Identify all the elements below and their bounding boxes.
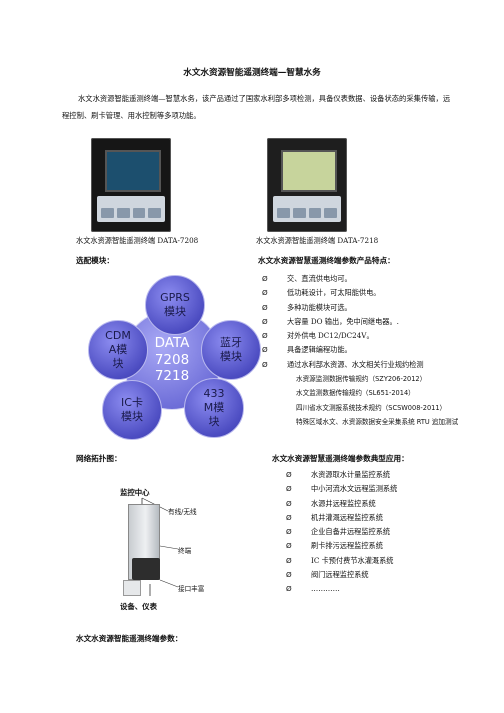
bullet-icon: Ø [286, 584, 292, 594]
lcd-screen [281, 150, 337, 192]
devices-label: 设备、仪表 [120, 602, 157, 611]
page-title: 水文水资源智能遥测终端—智慧水务 [183, 68, 321, 78]
application-item: Ø………… [286, 582, 486, 596]
monitoring-center-label: 监控中心 [120, 488, 150, 497]
bluetooth-module-circle: 蓝牙 模块 [201, 320, 261, 380]
bullet-icon: Ø [286, 541, 292, 551]
bullet-icon: Ø [286, 498, 292, 508]
cdma-module-circle: CDM A模 块 [88, 320, 148, 380]
standard-item: 水文监测数据传输规约（SL651-2014） [296, 389, 415, 398]
device-image-7208 [91, 138, 171, 232]
network-heading: 网络拓扑图： [76, 454, 122, 463]
bullet-icon: Ø [286, 484, 292, 494]
device-image-7218 [267, 138, 347, 232]
bullet-icon: Ø [286, 570, 292, 580]
features-heading: 水文水资源智慧遥测终端参数产品特点： [258, 256, 395, 265]
product-caption-7208: 水文水资源智能遥测终端 DATA-7208 [76, 236, 199, 245]
bullet-icon: Ø [262, 345, 268, 355]
bullet-icon: Ø [286, 527, 292, 537]
bullet-icon: Ø [286, 470, 292, 479]
ic-card-module-circle: IC卡 模块 [102, 380, 162, 440]
terminal-label: 终端 [178, 547, 192, 555]
gprs-module-circle: GPRS 模块 [145, 275, 205, 335]
bullet-icon: Ø [286, 555, 292, 565]
modules-heading: 选配模块： [76, 256, 114, 265]
bullet-icon: Ø [262, 288, 268, 298]
433m-module-circle: 433 M模 块 [184, 378, 244, 438]
standard-item: 特殊区域水文、水资源数据安全采集系统 RTU 追加测试 [296, 417, 459, 426]
keypad-buttons [277, 208, 337, 218]
bullet-icon: Ø [262, 359, 268, 369]
ports-label: 接口丰富 [178, 585, 205, 593]
network-topology-diagram: 监控中心 有线/无线 终端 接口丰富 设备、仪表 [120, 484, 230, 614]
meter-icon [123, 580, 141, 596]
link-label: 有线/无线 [168, 508, 197, 516]
product-caption-7218: 水文水资源智能遥测终端 DATA-7218 [256, 236, 379, 245]
intro-paragraph: 水文水资源智能遥测终端—智慧水务，该产品通过了国家水利部多项检测，具备仪表数据、… [62, 94, 451, 120]
terminal-device-icon [132, 558, 160, 580]
bullet-icon: Ø [286, 512, 292, 522]
bullet-icon: Ø [262, 302, 268, 312]
bullet-icon: Ø [262, 274, 268, 283]
parameters-heading: 水文水资源智能遥测终端参数： [76, 634, 183, 643]
applications-heading: 水文水资源智慧遥测终端参数典型应用： [272, 454, 409, 463]
bullet-icon: Ø [262, 331, 268, 341]
standard-item: 水资源监测数据传输规约（SZY206-2012） [296, 375, 427, 384]
module-diagram: DATA 7208 7218 GPRS 模块 蓝牙 模块 433 M模 块 IC… [88, 275, 261, 440]
standard-item: 四川省水文测报系统技术规约（SCSW008-2011） [296, 403, 447, 412]
lcd-screen [105, 150, 161, 192]
bullet-icon: Ø [262, 316, 268, 326]
keypad-buttons [101, 208, 161, 218]
